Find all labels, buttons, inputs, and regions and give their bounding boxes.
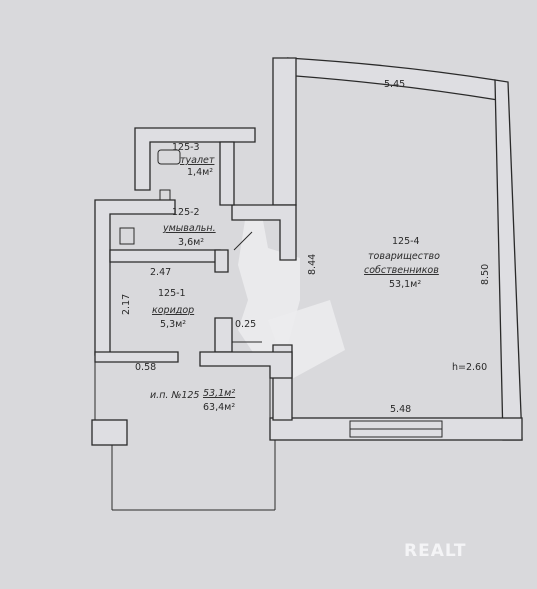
room-125-1: 125-1 коридор 5,3м² <box>152 288 194 330</box>
room-name-line1: товарищество <box>368 251 440 262</box>
room-name-line2: собственников <box>364 265 439 276</box>
walls-service-rooms <box>91 127 293 511</box>
room-code: 125-3 <box>172 142 200 153</box>
room-name: умывальн. <box>162 223 216 234</box>
unit-summary: и.п. №125 53,1м² 63,4м² <box>150 388 235 413</box>
dim-bottom: 5.48 <box>390 404 411 415</box>
sink-fixture-icon <box>119 227 135 245</box>
dim-025: 0.25 <box>235 319 256 330</box>
toilet-fixture-icon <box>157 149 181 165</box>
room-area: 5,3м² <box>160 319 186 330</box>
room-area: 53,1м² <box>389 279 421 290</box>
room-125-4: 125-4 товарищество собственников 53,1м² <box>364 236 440 290</box>
room-name: коридор <box>152 305 194 316</box>
room-125-3: 125-3 туалет 1,4м² <box>172 142 215 178</box>
room-code: 125-4 <box>392 236 420 247</box>
dim-217: 2.17 <box>121 294 132 315</box>
unit-area-total: 63,4м² <box>203 402 235 413</box>
dim-inner: 8.44 <box>307 254 318 275</box>
room-code: 125-1 <box>158 288 186 299</box>
unit-area-main: 53,1м² <box>203 388 235 399</box>
dim-right: 8.50 <box>480 264 491 285</box>
realt-watermark: REALT <box>404 541 466 561</box>
dim-247: 2.47 <box>150 267 171 278</box>
walls-main-room <box>231 57 523 441</box>
dimensions: 5.45 8.50 5.48 8.44 2.47 2.17 0.25 0.58 <box>121 79 491 415</box>
dim-058: 0.58 <box>135 362 156 373</box>
room-area: 3,6м² <box>178 237 204 248</box>
room-code: 125-2 <box>172 207 200 218</box>
room-125-2: 125-2 умывальн. 3,6м² <box>162 207 216 248</box>
room-name: туалет <box>180 155 215 166</box>
ceiling-height: h=2.60 <box>452 362 487 373</box>
dim-top: 5.45 <box>384 79 405 90</box>
room-area: 1,4м² <box>187 167 213 178</box>
unit-label: и.п. №125 <box>150 390 199 401</box>
